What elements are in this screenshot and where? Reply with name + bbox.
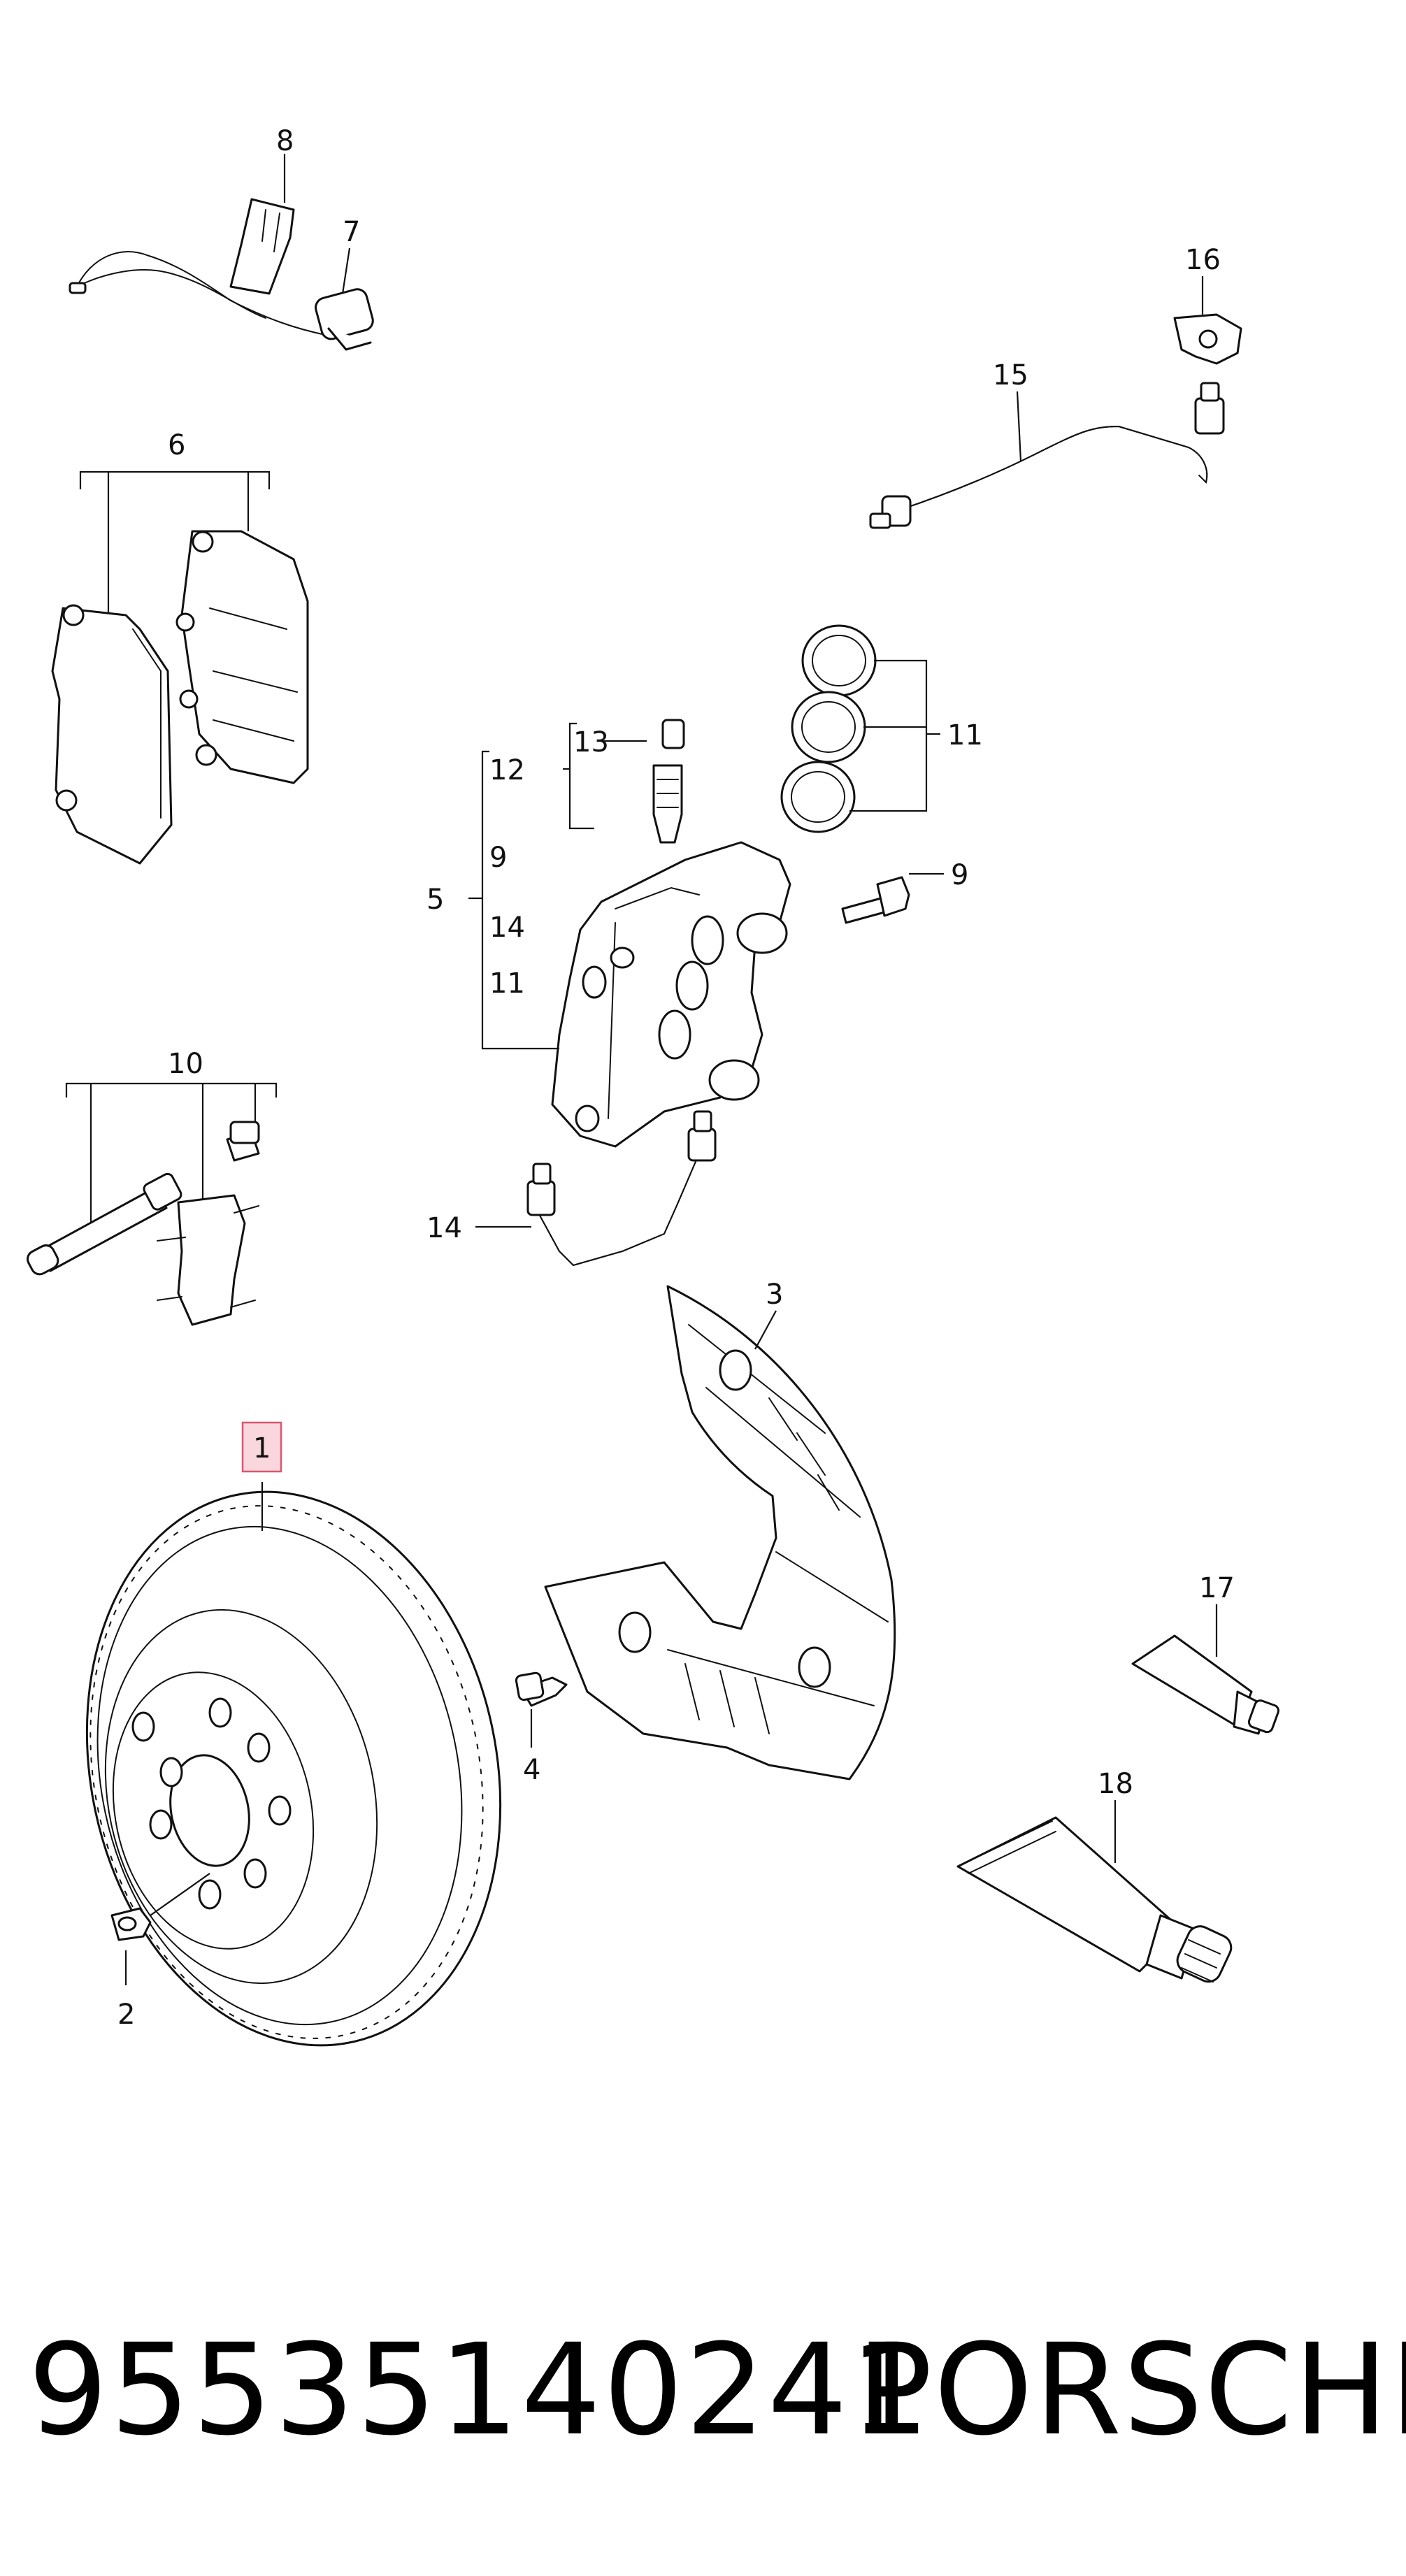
brake-line [869, 382, 1225, 529]
callout-group-14: 14 [489, 912, 525, 944]
callout-7: 7 [343, 216, 360, 248]
callout-1-highlight [241, 1421, 282, 1473]
callout-14: 14 [426, 1212, 462, 1244]
callout-5: 5 [426, 884, 444, 916]
part-number: 95535140241 [28, 2317, 932, 2463]
rotor-screw [110, 1907, 152, 1941]
dust-shield [544, 1285, 896, 1780]
shield-bolt [515, 1671, 568, 1707]
brake-caliper [551, 841, 791, 1148]
callout-3: 3 [766, 1279, 783, 1311]
grease-tube-large [956, 1816, 1233, 1983]
callout-18: 18 [1098, 1768, 1133, 1800]
brake-hose [526, 1110, 717, 1267]
brand-name: PORSCHE [856, 2317, 1406, 2463]
callout-15: 15 [993, 359, 1028, 391]
brake-rotor [85, 1490, 502, 2047]
callout-6: 6 [168, 429, 185, 461]
hose-bracket [1173, 313, 1242, 365]
brake-pad-set [51, 470, 309, 865]
bleeder-valve [652, 719, 685, 844]
seal-rings [780, 624, 940, 833]
callout-11-right: 11 [947, 719, 983, 751]
callout-9: 9 [951, 859, 968, 891]
callout-2: 2 [117, 1999, 135, 2031]
callout-17: 17 [1199, 1572, 1235, 1604]
callout-4: 4 [523, 1754, 540, 1786]
pad-pin-kit [27, 1082, 278, 1326]
callout-10: 10 [168, 1048, 203, 1080]
callout-group-9: 9 [489, 842, 507, 874]
callout-1: 1 [253, 1432, 271, 1465]
wear-sensor-wire [69, 198, 374, 351]
callout-16: 16 [1185, 244, 1221, 276]
footer-caption: 95535140241 PORSCHE [0, 2321, 1406, 2496]
callout-8: 8 [276, 125, 294, 157]
callout-12: 12 [489, 754, 525, 786]
callout-group-11: 11 [489, 967, 525, 1000]
caliper-bolt [841, 876, 910, 924]
callout-13: 13 [573, 726, 609, 758]
grease-tube-small [1131, 1634, 1280, 1735]
